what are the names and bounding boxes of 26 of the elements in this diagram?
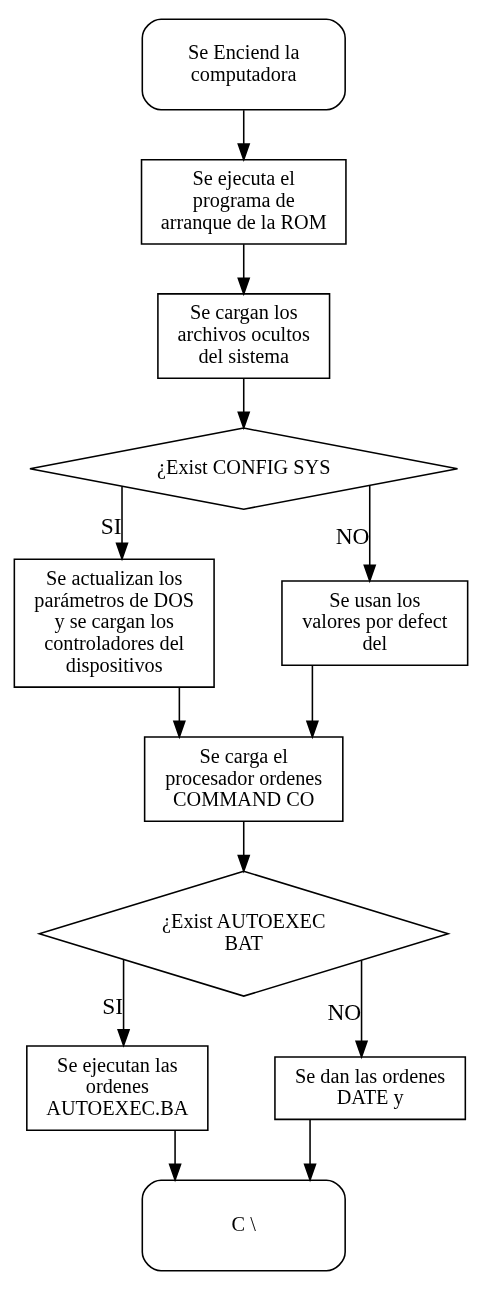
node-diamond: ¿Exist CONFIG SYS (29, 427, 459, 511)
node-box: C \ (141, 1179, 346, 1272)
arrow (237, 820, 251, 874)
arrow (237, 377, 251, 431)
edge-label: SI (100, 512, 122, 539)
node-box: Se usan los valores por defect del (281, 580, 469, 667)
node-box: Se cargan los archivos ocultos del sistema (157, 293, 331, 379)
node-box: Se actualizan los parámetros de DOS y se cargan los controladores del dispositivos (13, 558, 215, 688)
node-box: Se ejecuta el programa de arranque de la ROM (140, 158, 347, 245)
arrow (172, 686, 186, 740)
node-diamond: ¿Exist AUTOEXEC BAT (36, 870, 451, 997)
arrow (355, 959, 369, 1060)
arrow (115, 485, 129, 562)
arrow (237, 243, 251, 297)
node-box: Se ejecutan las ordenes AUTOEXEC.BA (26, 1045, 209, 1132)
node-box: Se Enciend la computadora (141, 18, 346, 111)
node-box: Se carga el procesador ordenes COMMAND CO (143, 736, 344, 823)
edge-label: NO (327, 998, 362, 1025)
arrow (305, 664, 319, 740)
arrow (303, 1119, 317, 1183)
edge-label: NO (335, 523, 370, 550)
arrow (237, 109, 251, 162)
arrow (117, 959, 131, 1048)
node-box: Se dan las ordenes DATE y (274, 1056, 467, 1121)
arrow (363, 485, 377, 584)
arrow (168, 1130, 182, 1183)
